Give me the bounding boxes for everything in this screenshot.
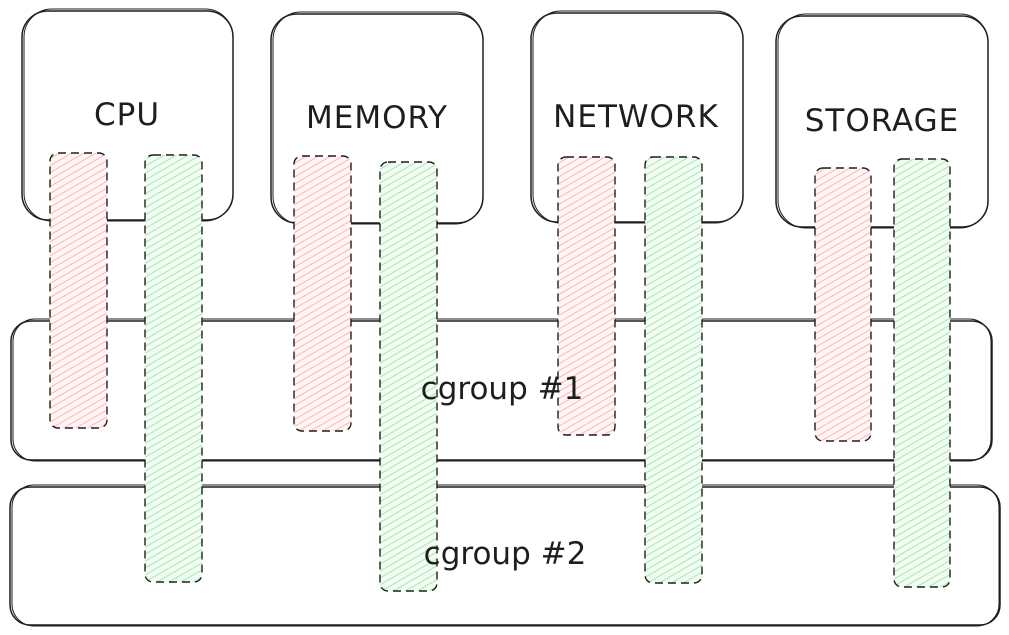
resource-box-cpu: CPU (21, 8, 234, 222)
cgroup2-bar-memory (379, 161, 438, 592)
resource-box-storage: STORAGE (775, 13, 989, 229)
resource-box-network: NETWORK (530, 10, 744, 224)
cgroup1-bar-storage (814, 167, 872, 442)
cgroup2-bar-network (644, 156, 703, 584)
cgroup-2-label: cgroup #2 (424, 536, 587, 572)
cgroup-2-box (9, 484, 1001, 627)
resource-label-storage: STORAGE (805, 103, 960, 139)
cgroup1-bar-memory (293, 155, 352, 432)
cgroup-1-label: cgroup #1 (421, 371, 584, 407)
cgroup2-bar-storage (893, 158, 951, 588)
cgroup-1-box (10, 318, 993, 462)
cgroup1-bar-cpu (49, 152, 108, 429)
resource-label-network: NETWORK (553, 99, 719, 135)
cgroup1-bar-network (557, 156, 616, 436)
resource-box-memory: MEMORY (270, 11, 484, 225)
resource-label-cpu: CPU (94, 97, 160, 133)
resource-label-memory: MEMORY (306, 100, 448, 136)
cgroup2-bar-cpu (144, 154, 203, 583)
